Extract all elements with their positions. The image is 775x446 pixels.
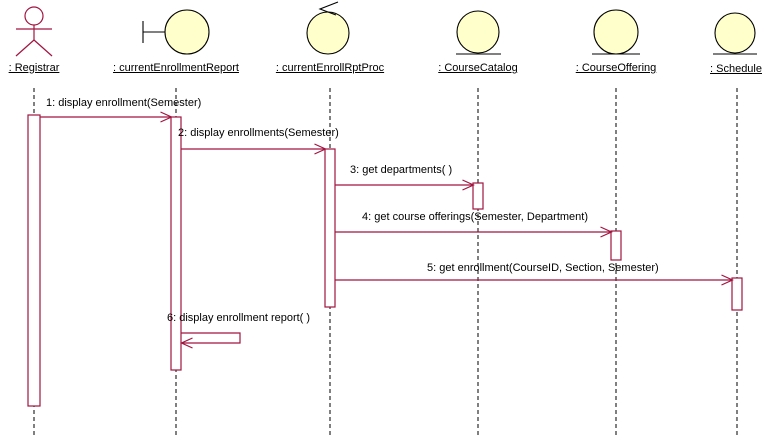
object-label-Schedule: : Schedule: [710, 63, 762, 75]
object-label-currentEnrollRptProc: : currentEnrollRptProc: [275, 62, 385, 74]
message-6-self-arrow: [180, 332, 241, 349]
entity-circle-CourseCatalog: [456, 10, 500, 54]
message-1-label: 1: display enrollment(Semester): [46, 97, 202, 109]
object-label-currentEnrollmentReport: : currentEnrollmentReport: [113, 62, 239, 74]
entity-icon: [456, 10, 501, 55]
entity-circle-CourseOffering: [593, 9, 639, 55]
message-2-label: 2: display enrollments(Semester): [178, 127, 339, 139]
actor-icon: [15, 6, 53, 57]
object-label-CourseCatalog: : CourseCatalog: [438, 62, 518, 74]
control-arrow: [318, 1, 339, 16]
actor-leg-right: [33, 39, 53, 57]
control-icon: [306, 1, 350, 55]
message-4-label: 4: get course offerings(Semester, Depart…: [362, 211, 589, 223]
entity-icon: [713, 12, 757, 55]
entity-circle-Schedule: [714, 12, 756, 54]
activation-CourseOffering: [610, 230, 622, 261]
message-3-label: 3: get departments( ): [350, 164, 453, 176]
activation-registrar: [27, 114, 41, 407]
message-arrows: [40, 111, 734, 349]
control-circle: [306, 11, 350, 55]
activation-currentEnrollmentReport: [170, 116, 182, 371]
activation-Schedule: [731, 277, 743, 311]
object-label-CourseOffering: : CourseOffering: [575, 62, 657, 74]
actor-head: [24, 6, 44, 26]
message-5-label: 5: get enrollment(CourseID, Section, Sem…: [427, 262, 659, 274]
entity-icon: [592, 9, 640, 55]
activation-CourseCatalog: [472, 182, 484, 210]
object-label-registrar: : Registrar: [8, 62, 60, 74]
activation-currentEnrollRptProc: [324, 148, 336, 308]
message-6-label: 6: display enrollment report( ): [167, 312, 311, 324]
actor-leg-left: [15, 39, 35, 57]
boundary-circle: [164, 9, 210, 55]
activation-bars: [27, 114, 743, 407]
boundary-icon: [142, 9, 210, 55]
